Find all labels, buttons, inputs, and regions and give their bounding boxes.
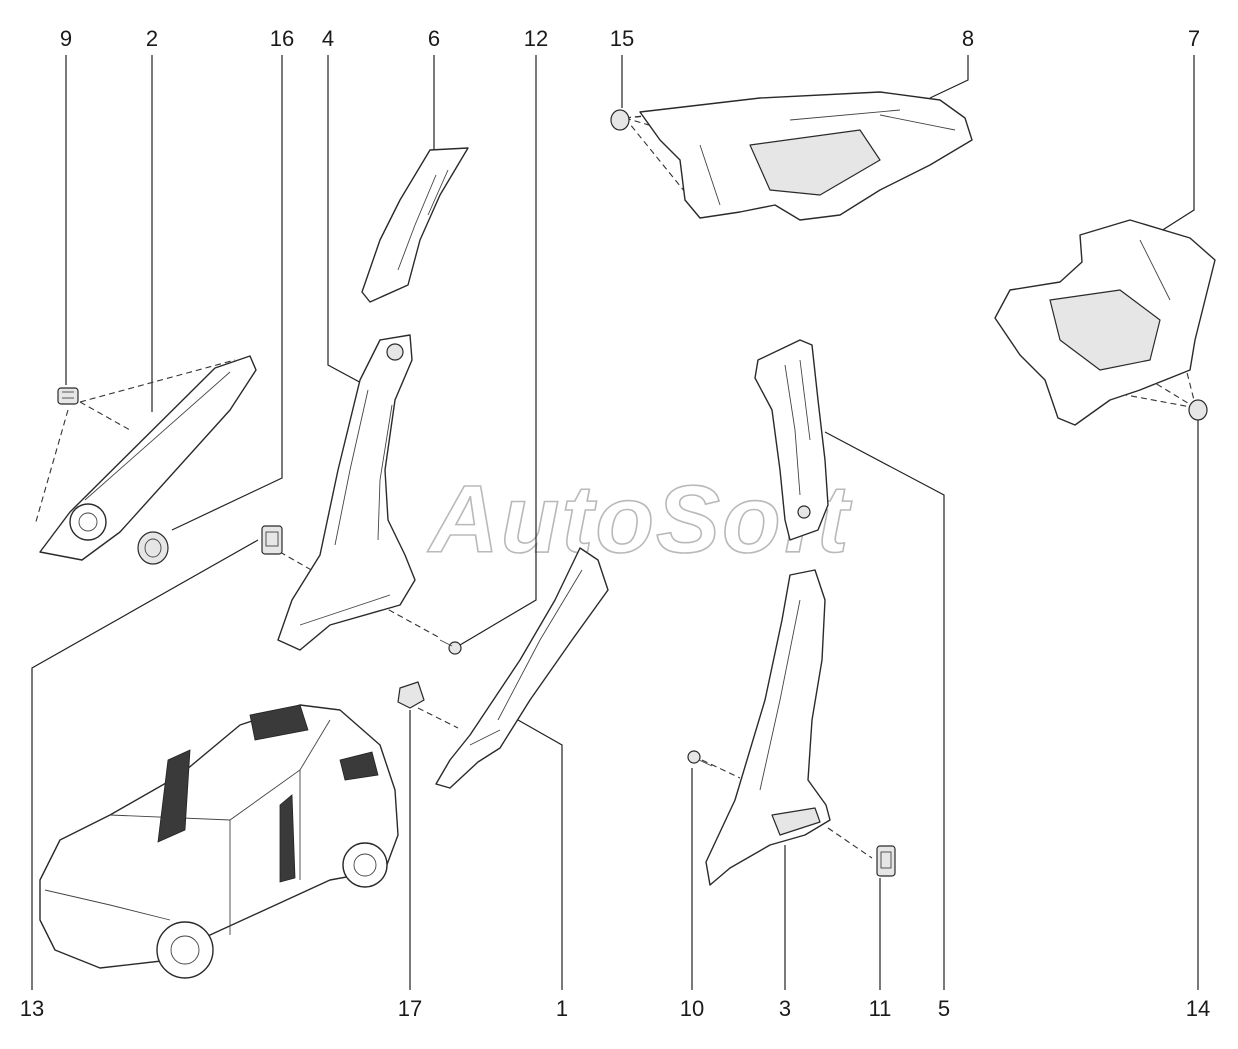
part-8-rear-panel: [639, 91, 973, 221]
part-10-screw: [687, 750, 713, 767]
callout-17: 17: [398, 996, 422, 1021]
part-9-clip: [57, 387, 79, 405]
callout-8: 8: [962, 26, 974, 51]
part-5-c-pillar-trim: [754, 339, 829, 541]
callout-16: 16: [270, 26, 294, 51]
leader-lines: [31, 55, 1199, 990]
callout-10: 10: [680, 996, 704, 1021]
callout-5: 5: [938, 996, 950, 1021]
callout-7: 7: [1188, 26, 1200, 51]
callout-15: 15: [610, 26, 634, 51]
part-3-d-pillar-trim: [705, 569, 831, 886]
callout-4: 4: [322, 26, 334, 51]
part-6-pillar-upper: [361, 147, 469, 303]
part-13-clip: [261, 525, 283, 555]
car-overview: [39, 704, 399, 979]
part-7-quarter-trim: [994, 219, 1216, 426]
callout-14: 14: [1186, 996, 1210, 1021]
part-15-plug: [610, 109, 630, 131]
part-2-a-pillar-trim: [39, 355, 257, 561]
callout-numbers: 9 2 16 4 6 12 15 8 7 13 17 1 10 3 11 5 1…: [20, 26, 1210, 1021]
callout-12: 12: [524, 26, 548, 51]
callout-2: 2: [146, 26, 158, 51]
part-12-screw: [439, 639, 462, 655]
part-4-pillar-lower: [277, 334, 416, 651]
callout-13: 13: [20, 996, 44, 1021]
callout-11: 11: [869, 996, 892, 1021]
part-11-clip: [876, 845, 896, 877]
part-17-clip: [397, 681, 425, 709]
callout-3: 3: [779, 996, 791, 1021]
part-1-b-pillar-trim: [435, 547, 609, 789]
part-16-cap: [137, 531, 169, 565]
part-14-plug: [1188, 399, 1208, 421]
callout-9: 9: [60, 26, 72, 51]
callout-6: 6: [428, 26, 440, 51]
callout-1: 1: [556, 996, 568, 1021]
watermark-text: AutoSoft: [427, 466, 852, 573]
